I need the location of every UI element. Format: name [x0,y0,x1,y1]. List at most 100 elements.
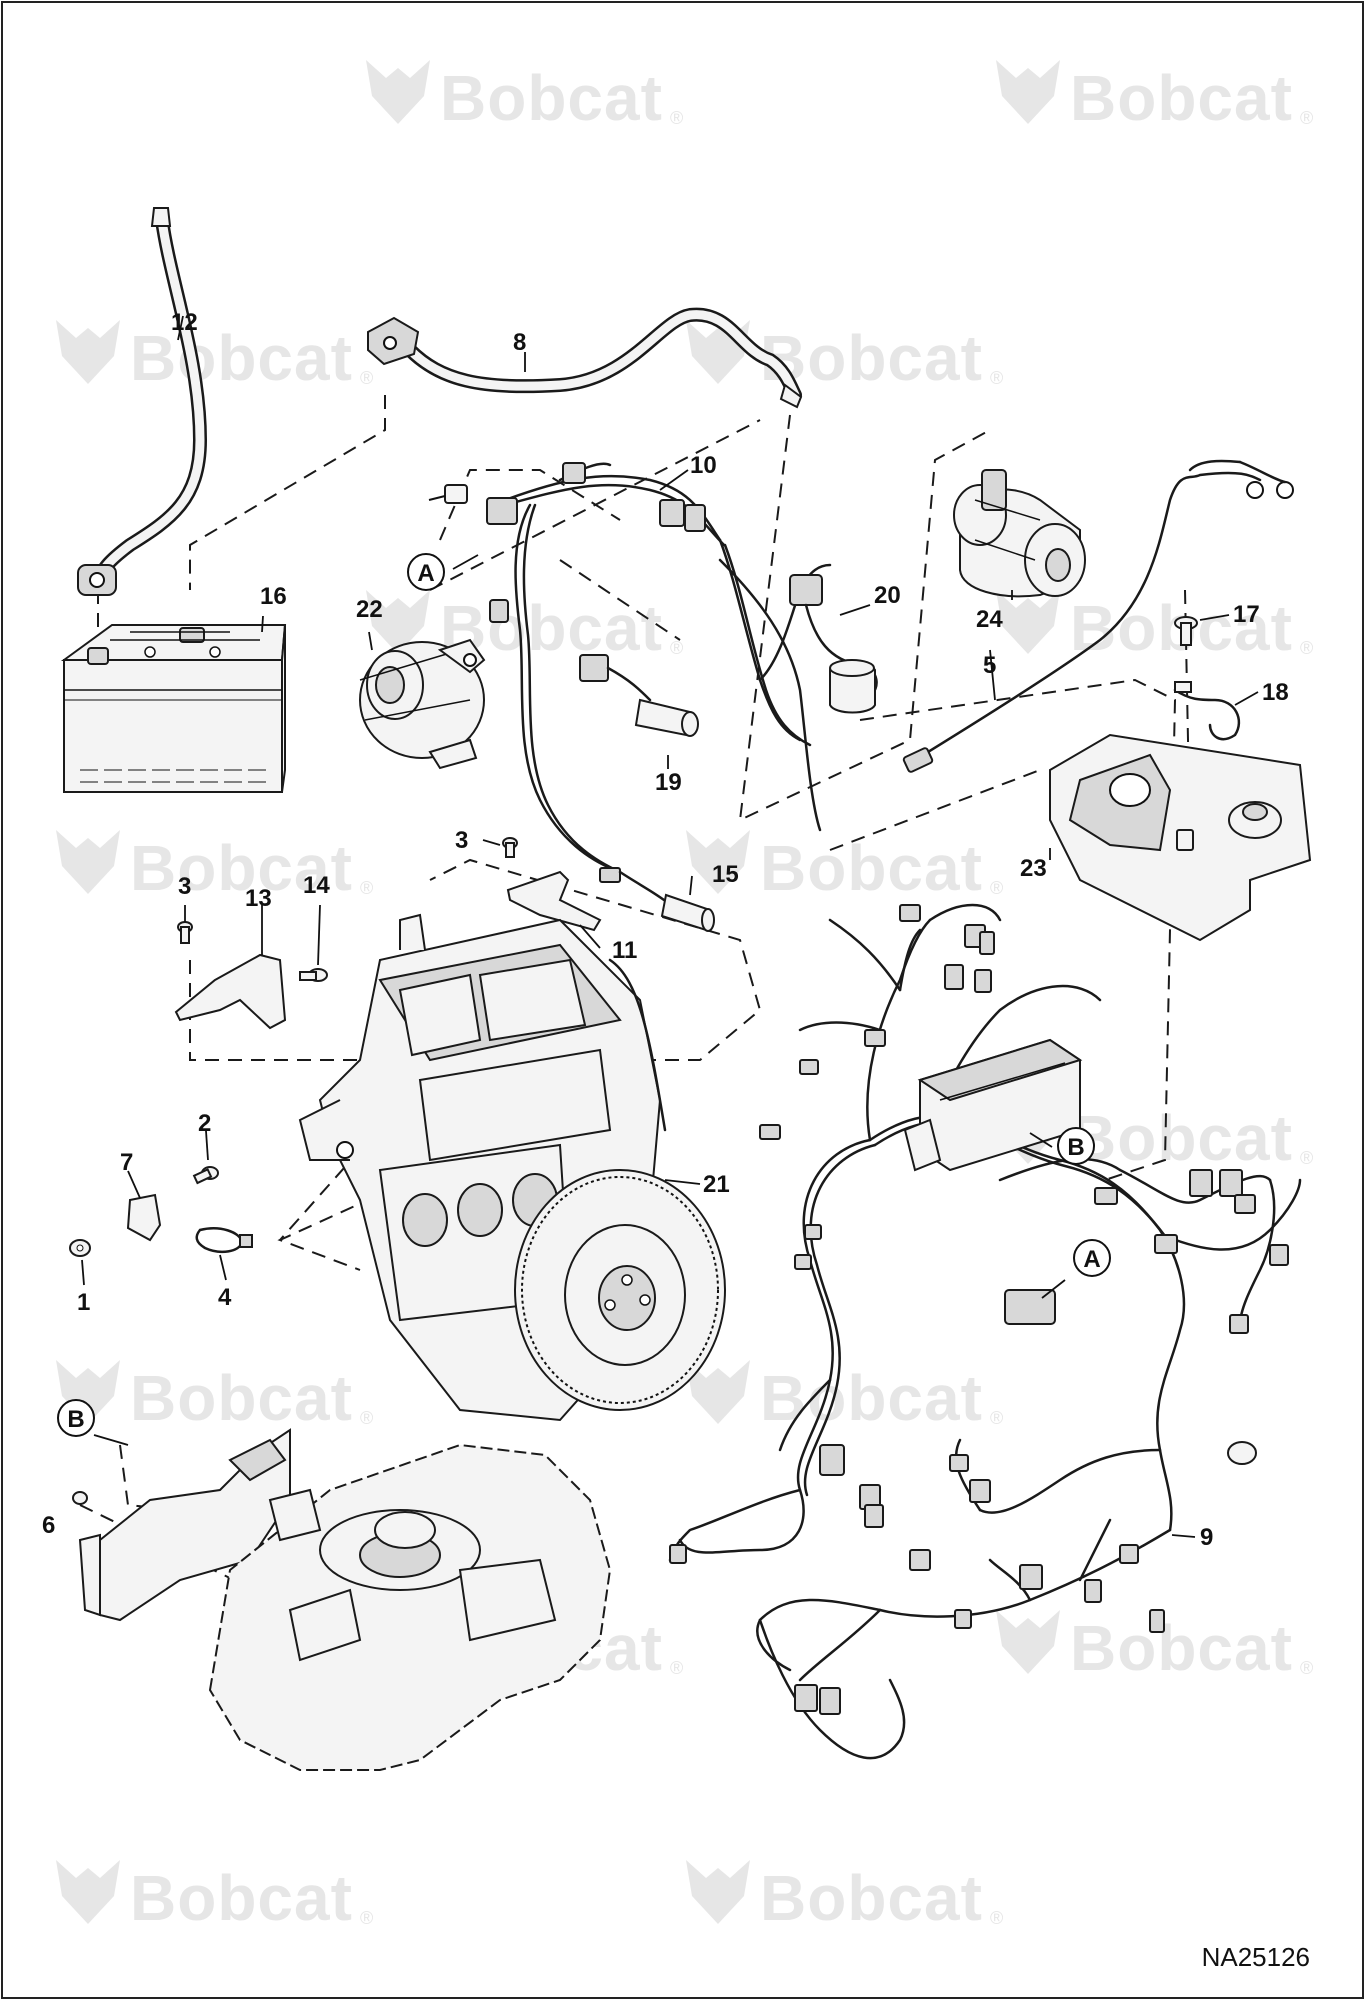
watermark-text: Bobcat [760,322,983,394]
callout-17[interactable]: 17 [1233,601,1260,628]
callout-23[interactable]: 23 [1020,855,1047,882]
wiring-harness-icon [668,903,1302,1760]
watermark-text: Bobcat [130,832,353,904]
callout-5[interactable]: 5 [983,652,996,679]
sensor-20 [789,574,878,714]
bobcat-logo-icon [56,1360,120,1424]
bobcat-logo-icon [996,60,1060,124]
callout-16[interactable]: 16 [260,583,287,610]
watermark-text: Bobcat [130,1862,353,1934]
callout-22[interactable]: 22 [356,596,383,623]
callout-7[interactable]: 7 [120,1149,133,1176]
watermark-text: Bobcat [130,322,353,394]
watermark-15: Bobcat ® [686,1860,1003,1934]
watermark-mark: ® [990,1908,1003,1928]
callout-12[interactable]: 12 [171,309,198,336]
watermark-mark: ® [990,368,1003,388]
watermark-mark: ® [670,1658,683,1678]
watermark-mark: ® [670,638,683,658]
watermark-6: Bobcat ® [996,590,1313,664]
watermark-mark: ® [670,108,683,128]
watermark-1: Bobcat ® [366,60,683,134]
callouts: 12 8 10 20 17 18 24 5 23 22 16 19 15 11 … [42,309,1289,1551]
assembly-dash-lines [79,395,1191,1601]
bolt-17 [1174,616,1198,646]
callout-20[interactable]: 20 [874,582,901,609]
bracket-13 [174,921,328,1030]
callout-6[interactable]: 6 [42,1512,55,1539]
watermark-text: Bobcat [1070,1102,1293,1174]
ref-label: B [67,1406,84,1433]
drawing-code: NA25126 [1202,1942,1310,1972]
watermark-13: Bobcat ® [996,1610,1313,1684]
callout-9[interactable]: 9 [1200,1524,1213,1551]
ref-circle-a-2[interactable]: A [1073,1239,1111,1277]
starter-motor-icon [953,469,1086,598]
ref-circle-b-1[interactable]: B [1057,1127,1095,1165]
watermark-text: Bobcat [760,1862,983,1934]
callout-1[interactable]: 1 [77,1289,90,1316]
callout-3[interactable]: 3 [178,873,191,900]
bobcat-logo-icon [56,1860,120,1924]
watermark-mark: ® [990,1408,1003,1428]
bobcat-logo-icon [996,1610,1060,1674]
callout-4[interactable]: 4 [218,1284,232,1311]
battery-cell-caps [144,646,221,658]
watermark-text: Bobcat [440,62,663,134]
watermark-7: Bobcat ® [56,830,373,904]
watermark-10: Bobcat ® [56,1360,373,1434]
sensor-icon [428,484,468,504]
bobcat-logo-icon [56,320,120,384]
callout-19[interactable]: 19 [655,769,682,796]
callout-21[interactable]: 21 [703,1171,730,1198]
engine-wiring-harness-10 [428,462,832,883]
ref-label: A [417,560,434,587]
bracket-6 [72,1428,291,1622]
watermark-text: Bobcat [130,1362,353,1434]
battery-ground-cable [77,207,208,596]
watermark-8: Bobcat ® [686,830,1003,904]
callout-24[interactable]: 24 [976,606,1003,633]
clamp-parts [69,1166,253,1257]
watermark-mark: ® [360,1908,373,1928]
callout-14[interactable]: 14 [303,872,330,899]
bobcat-logo-icon [686,1360,750,1424]
bobcat-logo-icon [686,830,750,894]
callout-15[interactable]: 15 [712,861,739,888]
harness-connectors [669,904,1289,1715]
battery-positive-cable [367,307,803,409]
dash-panel [208,1443,612,1771]
watermark-text: Bobcat [1070,1612,1293,1684]
watermark-14: Bobcat ® [56,1860,373,1934]
bobcat-logo-icon [686,1860,750,1924]
solenoid-19 [579,654,699,737]
callout-2[interactable]: 2 [198,1110,211,1137]
leader-lines [81,315,1259,1538]
pressure-sensor-15 [618,870,715,932]
watermark-2: Bobcat ® [996,60,1313,134]
mount-23 [1049,733,1312,942]
callout-11[interactable]: 11 [612,937,637,964]
callout-10[interactable]: 10 [690,452,717,479]
watermark-3: Bobcat ® [56,320,373,394]
flywheel [514,1169,726,1411]
watermark-mark: ® [1300,108,1313,128]
watermark-mark: ® [360,1408,373,1428]
ref-label: A [1083,1246,1100,1273]
ref-circle-b-2[interactable]: B [57,1399,95,1437]
ecu-module [903,1038,1083,1172]
watermark-mark: ® [1300,1658,1313,1678]
callout-13[interactable]: 13 [245,885,272,912]
watermark-text: Bobcat [760,832,983,904]
callout-3[interactable]: 3 [455,827,468,854]
watermark-mark: ® [360,878,373,898]
engine-icon [298,913,726,1422]
callout-8[interactable]: 8 [513,329,526,356]
callout-18[interactable]: 18 [1262,679,1289,706]
watermark-mark: ® [1300,1148,1313,1168]
ref-circle-a-1[interactable]: A [407,553,445,591]
bobcat-logo-icon [996,590,1060,654]
